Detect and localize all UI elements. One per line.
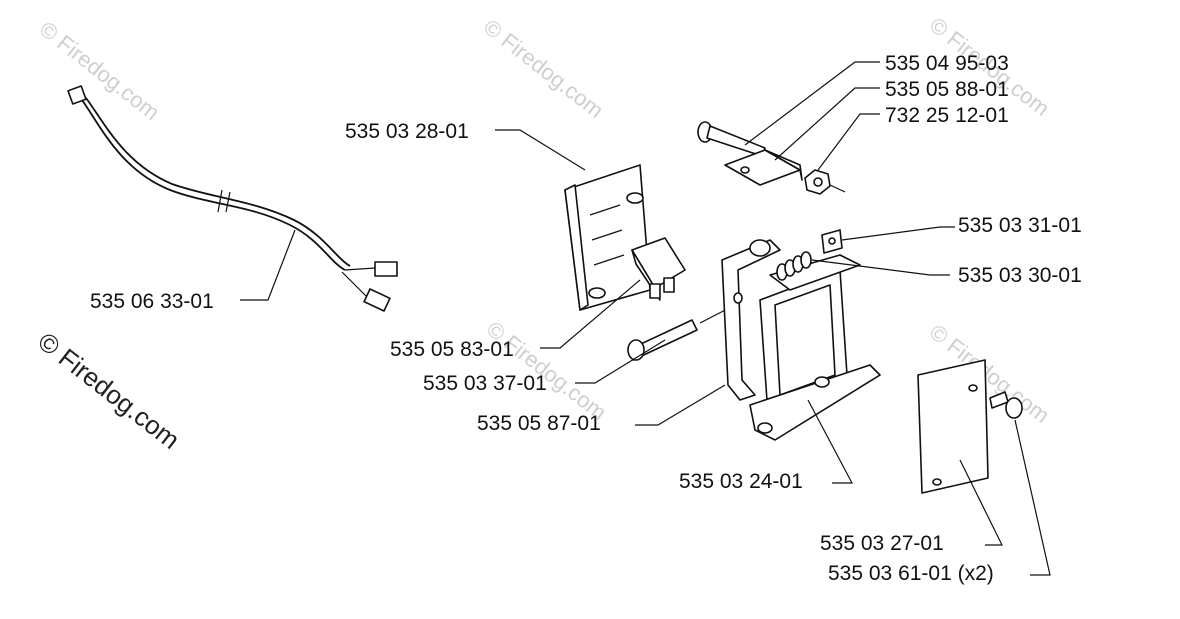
screw bbox=[575, 304, 736, 384]
label-spring: 535 03 30-01 bbox=[958, 264, 1082, 287]
label-nut: 732 25 12-01 bbox=[885, 104, 1009, 127]
label-bracket: 535 05 88-01 bbox=[885, 78, 1009, 101]
washer-plate bbox=[821, 226, 955, 254]
side-screw bbox=[989, 391, 1051, 576]
label-lever: 535 05 87-01 bbox=[477, 412, 601, 435]
microswitch bbox=[540, 237, 686, 349]
watermark-mid-center: © Firedog.com bbox=[482, 316, 611, 425]
label-side-plate: 535 03 27-01 bbox=[820, 532, 944, 555]
label-housing: 535 03 24-01 bbox=[679, 470, 803, 493]
label-bolt: 535 04 95-03 bbox=[885, 52, 1009, 75]
label-cover-plate: 535 03 28-01 bbox=[345, 120, 469, 143]
spring bbox=[776, 251, 950, 281]
label-washer-plate: 535 03 31-01 bbox=[958, 214, 1082, 237]
label-side-screws: 535 03 61-01 (x2) bbox=[828, 562, 994, 585]
housing bbox=[749, 254, 881, 484]
label-screw: 535 03 37-01 bbox=[423, 372, 547, 395]
lever bbox=[635, 239, 781, 426]
label-cable: 535 06 33-01 bbox=[90, 290, 214, 313]
bracket bbox=[724, 87, 880, 186]
watermark-top-left: © Firedog.com bbox=[35, 16, 164, 125]
watermark-top-center: © Firedog.com bbox=[479, 14, 608, 123]
cable-assembly bbox=[67, 85, 398, 312]
watermark-left-dark: © Firedog.com bbox=[32, 326, 185, 455]
cover-plate bbox=[495, 129, 651, 311]
side-plate bbox=[917, 359, 1003, 546]
nut bbox=[804, 113, 880, 195]
label-microswitch: 535 05 83-01 bbox=[390, 338, 514, 361]
bolt bbox=[697, 61, 880, 157]
